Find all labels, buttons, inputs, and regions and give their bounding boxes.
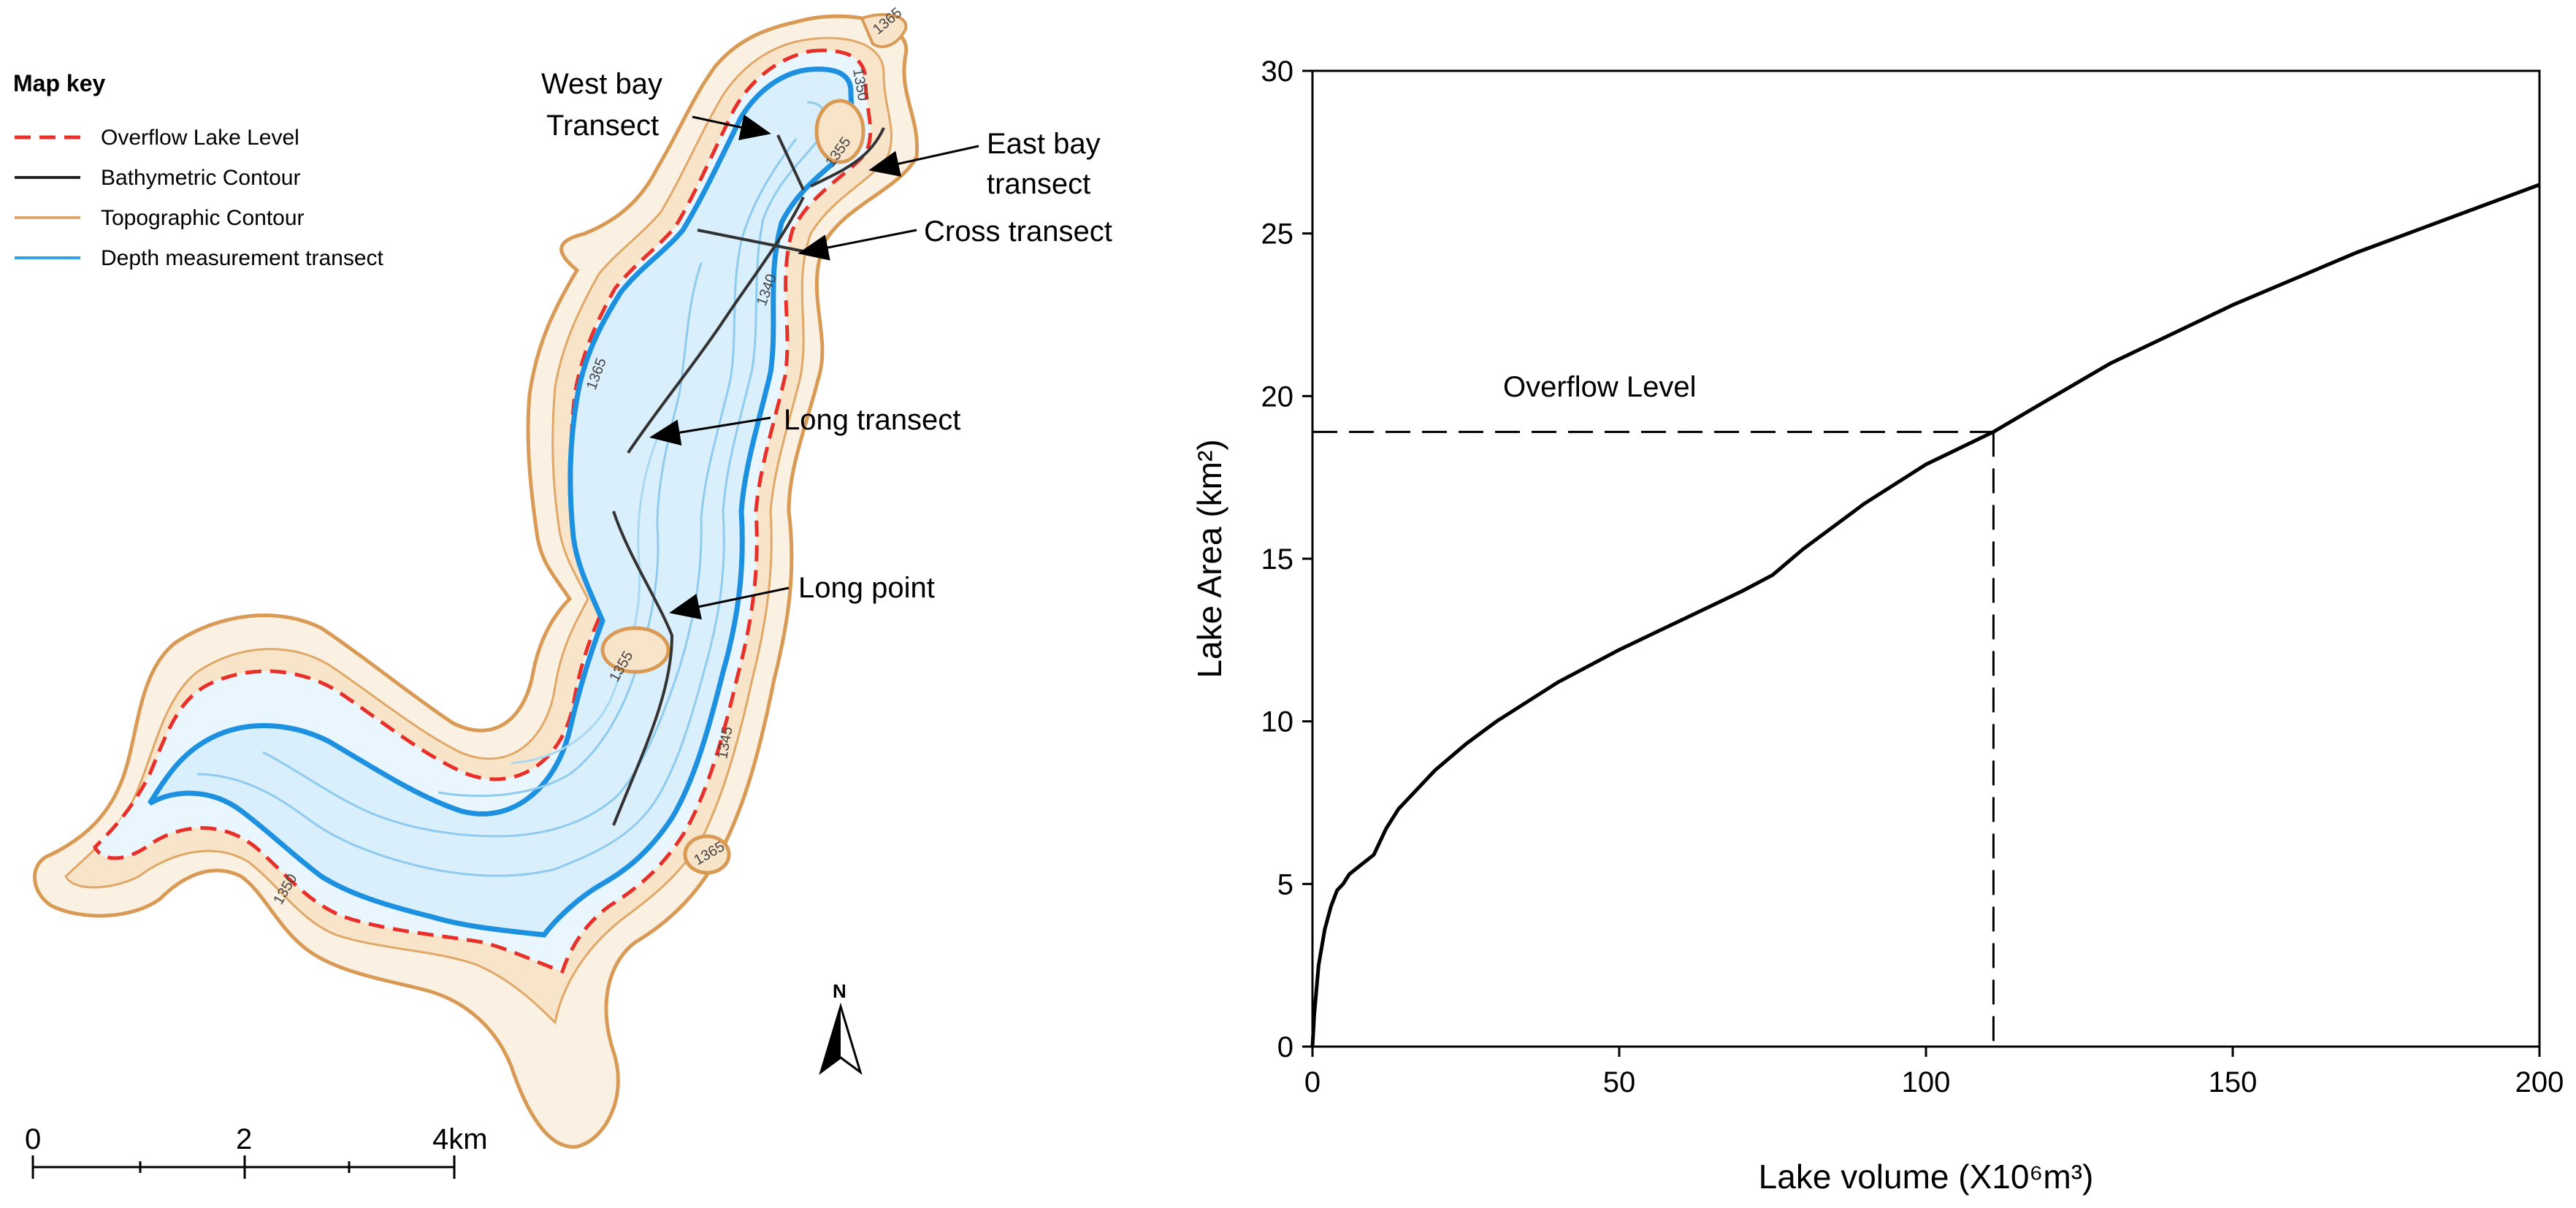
annot-east-bay-1: East bay xyxy=(987,128,1101,160)
transects xyxy=(612,127,885,826)
y-tick-label: 10 xyxy=(1261,706,1294,738)
x-tick-label: 150 xyxy=(2209,1066,2258,1098)
y-tick-label: 5 xyxy=(1277,868,1293,901)
plot-frame xyxy=(1311,69,2541,1048)
area-volume-curve xyxy=(1310,183,2540,1047)
scale-label-0: 0 xyxy=(25,1123,41,1155)
north-label: N xyxy=(833,980,846,1002)
y-tick-label: 25 xyxy=(1261,218,1294,251)
map-panel: Map key Overflow Lake Level Bathymetric … xyxy=(13,4,1112,1179)
annot-cross-transect: Cross transect xyxy=(924,215,1112,248)
annot-west-bay-2: Transect xyxy=(546,110,659,142)
map-key: Map key Overflow Lake Level Bathymetric … xyxy=(13,70,384,270)
islands xyxy=(600,13,908,875)
annotations: West bay Transect East bay transect Cros… xyxy=(541,68,1112,620)
x-axis-title: Lake volume (X10⁶m³) xyxy=(1759,1158,2094,1196)
island-north xyxy=(814,99,865,164)
map-key-title: Map key xyxy=(13,70,105,96)
long-transect-line xyxy=(627,196,805,454)
x-tick-label: 0 xyxy=(1304,1066,1321,1098)
y-tick-label: 20 xyxy=(1261,381,1294,413)
y-tick-label: 0 xyxy=(1277,1031,1293,1063)
y-tick-label: 15 xyxy=(1261,543,1294,576)
depth-contour-2 xyxy=(262,138,798,838)
arrow-east-bay xyxy=(868,145,979,177)
arrow-long-transect xyxy=(649,416,771,446)
arrow-cross-transect xyxy=(798,229,917,261)
x-tick-label: 200 xyxy=(2515,1066,2564,1098)
cross-transect-line xyxy=(697,229,808,253)
point-ne xyxy=(860,13,908,48)
key-label-overflow: Overflow Lake Level xyxy=(101,126,299,150)
annot-east-bay-2: transect xyxy=(987,168,1090,200)
east-bay-transect-line xyxy=(810,127,885,188)
y-axis-title: Lake Area (km²) xyxy=(1190,439,1228,678)
island-south xyxy=(683,834,731,875)
key-label-topographic: Topographic Contour xyxy=(101,206,305,230)
x-tick-label: 100 xyxy=(1902,1066,1951,1098)
key-label-transect: Depth measurement transect xyxy=(101,246,384,270)
arrow-long-point xyxy=(669,586,790,620)
overflow-level-label: Overflow Level xyxy=(1503,371,1697,403)
north-arrow: N xyxy=(819,980,863,1075)
island-middle xyxy=(600,626,670,674)
x-tick-label: 50 xyxy=(1603,1066,1636,1098)
depth-contour-1 xyxy=(196,101,827,877)
scale-label-4km: 4km xyxy=(432,1123,488,1155)
scale-label-2: 2 xyxy=(236,1123,252,1155)
annot-long-point: Long point xyxy=(798,572,935,604)
scale-bar: 0 2 4km xyxy=(25,1123,488,1179)
annot-west-bay-1: West bay xyxy=(541,68,662,100)
long-point-transect-line xyxy=(612,511,674,826)
west-bay-transect-line xyxy=(776,134,805,191)
annot-long-transect: Long transect xyxy=(784,404,960,436)
arrow-west-bay xyxy=(692,114,771,141)
key-label-bathymetric: Bathymetric Contour xyxy=(101,166,300,190)
y-tick-label: 30 xyxy=(1261,56,1294,88)
